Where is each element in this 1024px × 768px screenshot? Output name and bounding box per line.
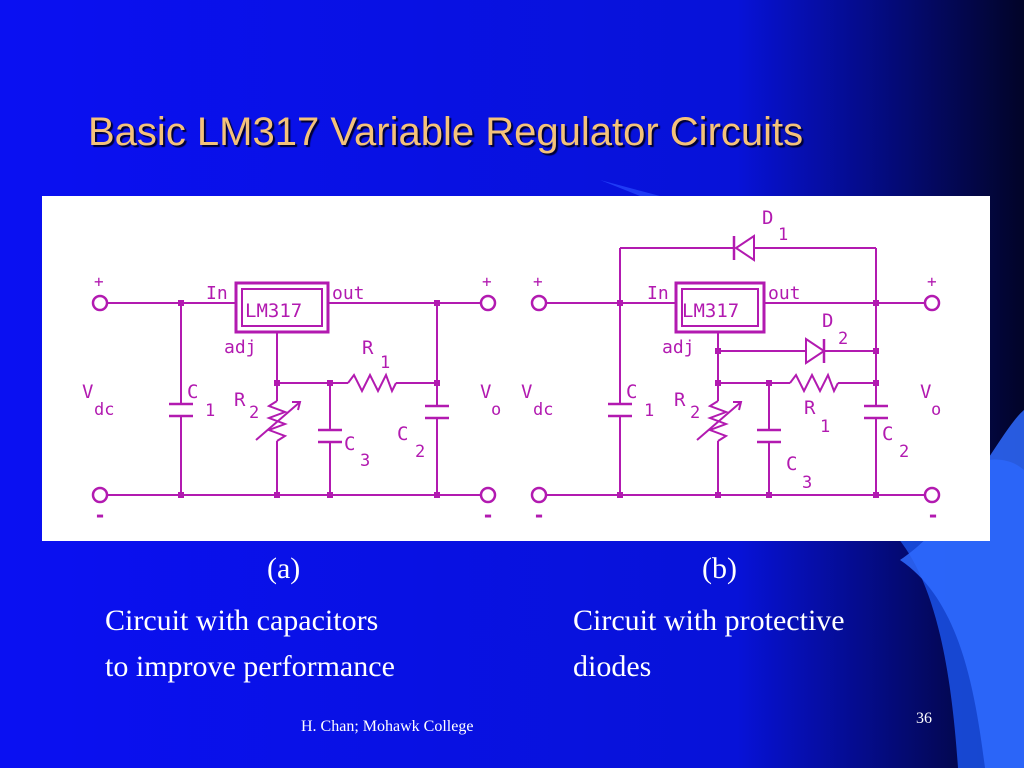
circuit-b-components [530, 234, 941, 504]
footer-credit: H. Chan; Mohawk College [301, 718, 474, 735]
circuit-b-c3-sub: 3 [802, 473, 812, 493]
circuit-a-plus-out: + [482, 272, 492, 291]
circuit-a-lm317-box [234, 281, 330, 334]
circuit-b-wiring [545, 247, 926, 496]
circuit-diagram-panel: LM317 In out adj + + - - V dc V o R 1 R … [42, 196, 990, 541]
circuit-a-caption-line2: to improve performance [105, 650, 395, 683]
circuit-b-in-label: In [647, 283, 669, 304]
circuit-diagram: LM317 In out adj + + - - V dc V o R 1 R … [82, 207, 941, 527]
circuit-a-vdc-sub: dc [94, 400, 114, 420]
circuit-a-label: (a) [267, 552, 301, 585]
circuit-b-c2-label: C [882, 423, 893, 445]
circuit-b-c3-label: C [786, 453, 797, 475]
circuit-a-vo-label: V [480, 381, 491, 403]
circuit-a-caption-line1: Circuit with capacitors [105, 604, 379, 637]
circuit-b-d1-sub: 1 [778, 225, 788, 245]
circuit-b-vdc-sub: dc [533, 400, 553, 420]
circuit-b-caption-line1: Circuit with protective [573, 604, 845, 637]
decor-streak [600, 180, 660, 196]
circuit-b-c2-sub: 2 [899, 442, 909, 462]
circuit-a-adj-label: adj [224, 337, 257, 358]
circuit-a-c2-label: C [397, 423, 408, 445]
decor-swoosh-light [900, 410, 1024, 768]
circuit-a-components [91, 281, 497, 504]
circuit-b-caption-line2: diodes [573, 650, 652, 683]
circuit-b-out-label: out [768, 283, 801, 304]
circuit-b-plus-in: + [533, 272, 543, 291]
circuit-b-label: (b) [702, 552, 737, 585]
circuit-a-out-label: out [332, 283, 365, 304]
circuit-a-c1-label: C [187, 381, 198, 403]
circuit-b-vo-label: V [920, 381, 931, 403]
slide-title: Basic LM317 Variable Regulator Circuits [88, 110, 804, 154]
circuit-b-c1-label: C [626, 381, 637, 403]
circuit-a-minus-in: - [94, 503, 106, 527]
circuit-b-plus-out: + [927, 272, 937, 291]
circuit-a-plus-in: + [94, 272, 104, 291]
circuit-a-r1-label: R [362, 337, 374, 359]
circuit-b-adj-label: adj [662, 337, 695, 358]
circuit-b-lm317-label: LM317 [682, 300, 739, 322]
circuit-a-c3-sub: 3 [360, 451, 370, 471]
circuit-a-caption: Circuit with capacitors to improve perfo… [105, 598, 395, 690]
circuit-b-r1-label: R [804, 397, 816, 419]
circuit-b-minus-out: - [927, 503, 939, 527]
page-number: 36 [916, 710, 932, 727]
circuit-a-vdc-label: V [82, 381, 93, 403]
circuit-a-vo-sub: o [491, 400, 501, 420]
circuit-b-minus-in: - [533, 503, 545, 527]
circuit-b-vdc-label: V [521, 381, 532, 403]
circuit-b-d2-sub: 2 [838, 329, 848, 349]
circuit-b-lm317-box [674, 281, 766, 334]
circuit-b-r2-label: R [674, 389, 686, 411]
circuit-a-r1-sub: 1 [380, 353, 390, 373]
circuit-b-d2-label: D [822, 310, 833, 332]
circuit-b-r1-sub: 1 [820, 417, 830, 437]
circuit-a-junctions [178, 300, 440, 498]
circuit-a-lm317-label: LM317 [245, 300, 302, 322]
circuit-a-r2-sub: 2 [249, 403, 259, 423]
circuit-b-vo-sub: o [931, 400, 941, 420]
circuit-a-r2-label: R [234, 389, 246, 411]
circuit-a-minus-out: - [482, 503, 494, 527]
circuit-b-d1-label: D [762, 207, 773, 229]
circuit-b-c1-sub: 1 [644, 401, 654, 421]
circuit-b-r2-sub: 2 [690, 403, 700, 423]
circuit-b-caption: Circuit with protective diodes [573, 598, 845, 690]
circuit-a-c3-label: C [344, 433, 355, 455]
circuit-b-junctions [617, 300, 879, 498]
circuit-a-in-label: In [206, 283, 228, 304]
circuit-a-c2-sub: 2 [415, 442, 425, 462]
circuit-a-c1-sub: 1 [205, 401, 215, 421]
